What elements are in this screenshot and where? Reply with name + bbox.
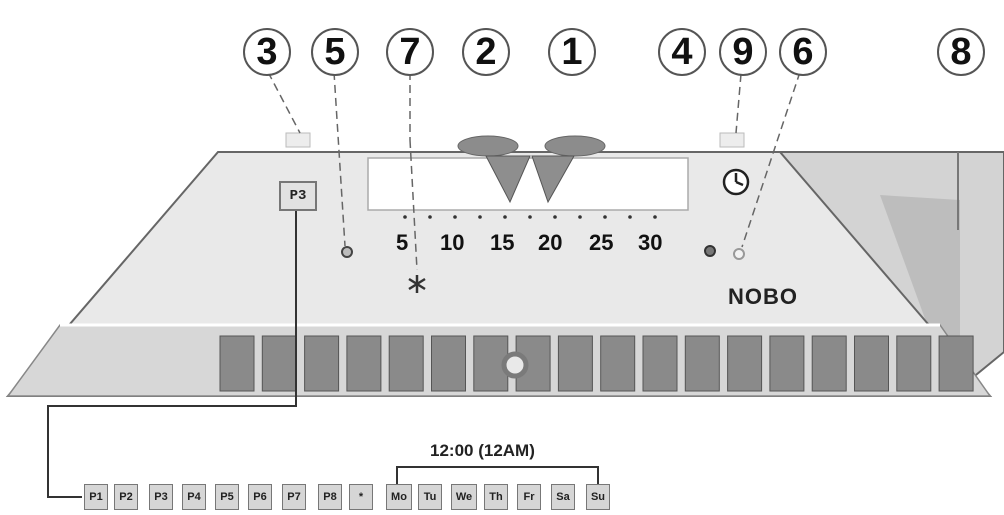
day-bracket bbox=[396, 466, 599, 484]
scale-dot bbox=[428, 215, 432, 219]
indicator-6 bbox=[733, 248, 745, 260]
clock-icon bbox=[722, 168, 750, 196]
grille-slot bbox=[346, 335, 382, 392]
scale-dot bbox=[553, 215, 557, 219]
grille-slot bbox=[642, 335, 678, 392]
callout-6: 6 bbox=[779, 28, 827, 76]
grille-slot bbox=[388, 335, 424, 392]
callout-7: 7 bbox=[386, 28, 434, 76]
callout-2: 2 bbox=[462, 28, 510, 76]
scale-dot bbox=[578, 215, 582, 219]
grille-slot bbox=[769, 335, 805, 392]
program-button-p7[interactable]: P7 bbox=[282, 484, 306, 510]
top-button-9 bbox=[719, 132, 745, 148]
scale-dot bbox=[403, 215, 407, 219]
scale-dot bbox=[653, 215, 657, 219]
brand-logo: NOBO bbox=[728, 284, 798, 309]
callout-4: 4 bbox=[658, 28, 706, 76]
grille-slot bbox=[854, 335, 889, 392]
indicator-4 bbox=[704, 245, 716, 257]
grille-slot bbox=[219, 335, 255, 392]
knob-1-cap bbox=[544, 135, 606, 157]
scale-label-15: 15 bbox=[490, 230, 515, 255]
program-connector bbox=[47, 207, 297, 498]
callout-3: 3 bbox=[243, 28, 291, 76]
snowflake-icon bbox=[408, 275, 426, 293]
day-button-fr[interactable]: Fr bbox=[517, 484, 541, 510]
day-button-sa[interactable]: Sa bbox=[551, 484, 575, 510]
time-label: 12:00 (12AM) bbox=[430, 441, 535, 460]
callout-8: 8 bbox=[937, 28, 985, 76]
scale-dot bbox=[478, 215, 482, 219]
program-button-p5[interactable]: P5 bbox=[215, 484, 239, 510]
program-button-p1[interactable]: P1 bbox=[84, 484, 108, 510]
grille-center-knob bbox=[501, 351, 529, 379]
top-button-3 bbox=[285, 132, 311, 148]
grille-slot bbox=[515, 335, 551, 392]
grille-slot bbox=[304, 335, 340, 392]
grille-slot bbox=[684, 335, 720, 392]
day-button-we[interactable]: We bbox=[451, 484, 477, 510]
grille-slot bbox=[896, 335, 932, 392]
program-button-p8[interactable]: P8 bbox=[318, 484, 342, 510]
day-button-tu[interactable]: Tu bbox=[418, 484, 442, 510]
grille-slot bbox=[727, 335, 763, 392]
grille-slot bbox=[431, 335, 466, 392]
day-button-mo[interactable]: Mo bbox=[386, 484, 412, 510]
grille-slot bbox=[811, 335, 847, 392]
grille-slot bbox=[938, 335, 974, 392]
scale-dot bbox=[453, 215, 457, 219]
grille-slot bbox=[600, 335, 636, 392]
display-window bbox=[367, 157, 689, 211]
program-button-p4[interactable]: P4 bbox=[182, 484, 206, 510]
scale-label-20: 20 bbox=[538, 230, 563, 255]
program-tag: P3 bbox=[279, 181, 317, 211]
callout-1: 1 bbox=[548, 28, 596, 76]
day-button-su[interactable]: Su bbox=[586, 484, 610, 510]
program-button-p3[interactable]: P3 bbox=[149, 484, 173, 510]
knob-1-slider bbox=[531, 155, 575, 204]
grille-slot bbox=[557, 335, 593, 392]
scale-label-30: 30 bbox=[638, 230, 663, 255]
callout-5: 5 bbox=[311, 28, 359, 76]
scale-dot bbox=[528, 215, 532, 219]
program-button-frost[interactable]: * bbox=[349, 484, 373, 510]
indicator-5 bbox=[341, 246, 353, 258]
program-button-p6[interactable]: P6 bbox=[248, 484, 272, 510]
scale-label-25: 25 bbox=[589, 230, 614, 255]
scale-dot bbox=[503, 215, 507, 219]
scale-dot bbox=[603, 215, 607, 219]
grille-slot bbox=[261, 335, 297, 392]
knob-2-slider bbox=[485, 155, 531, 204]
day-button-th[interactable]: Th bbox=[484, 484, 508, 510]
program-button-p2[interactable]: P2 bbox=[114, 484, 138, 510]
grille bbox=[219, 335, 974, 392]
knob-2-cap bbox=[457, 135, 519, 157]
callout-9: 9 bbox=[719, 28, 767, 76]
scale-label-10: 10 bbox=[440, 230, 465, 255]
scale-dot bbox=[628, 215, 632, 219]
scale-label-5: 5 bbox=[396, 230, 409, 255]
